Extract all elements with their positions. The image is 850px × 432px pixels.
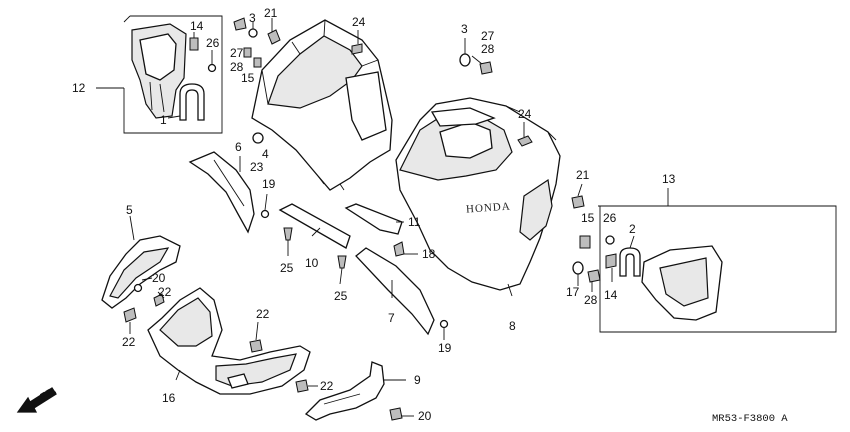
right-duct-part (641, 245, 723, 321)
callout-5: 5 (126, 203, 133, 217)
callout-26a: 26 (206, 36, 220, 50)
grommet-25a (283, 227, 293, 241)
callout-22c: 22 (256, 307, 270, 321)
callout-28b: 28 (481, 42, 495, 56)
callout-10: 10 (305, 256, 319, 270)
screw-part-26b (605, 235, 615, 245)
callout-2: 2 (629, 222, 636, 236)
group-box-12 (123, 15, 223, 134)
callout-21a: 21 (264, 6, 278, 20)
grommet-25b (337, 255, 347, 269)
screw-part-22d (295, 379, 309, 393)
panel-strip-part (278, 203, 351, 249)
clip-part (189, 37, 199, 51)
brand-marking: HONDA (466, 201, 511, 216)
callout-12: 12 (72, 81, 86, 95)
trim-strip-part (344, 203, 403, 235)
callout-6: 6 (235, 140, 242, 154)
inner-fairing-part (251, 19, 393, 191)
callout-22b: 22 (122, 335, 136, 349)
callout-13: 13 (662, 172, 676, 186)
callout-23: 23 (250, 160, 264, 174)
u-band-part (179, 83, 205, 121)
callout-17: 17 (566, 285, 580, 299)
callout-27a: 27 (230, 46, 244, 60)
fastener-cluster-top (233, 17, 363, 144)
direction-label: FR. (39, 385, 59, 403)
screw-part-22a (153, 293, 165, 307)
callout-14a: 14 (190, 19, 204, 33)
main-fairing-part (395, 97, 561, 297)
screw-part-21b (571, 195, 585, 209)
screw-part-20a (133, 283, 143, 293)
callout-25a: 25 (280, 261, 294, 275)
screw-part-28c (587, 269, 601, 283)
callout-4: 4 (262, 147, 269, 161)
screw-part-22c (249, 339, 263, 353)
fastener-cluster-upper-right (459, 53, 493, 75)
callout-18: 18 (422, 247, 436, 261)
screw-part (207, 63, 217, 73)
callout-11: 11 (408, 215, 421, 229)
screw-part-20b (389, 407, 403, 421)
callout-3b: 3 (461, 22, 468, 36)
callout-16: 16 (162, 391, 176, 405)
callout-22d: 22 (320, 379, 334, 393)
grommet-part (517, 135, 533, 147)
callout-3a: 3 (249, 11, 256, 25)
callout-20b: 20 (418, 409, 432, 423)
bottom-trim-part (304, 361, 385, 421)
lower-strip-part (355, 247, 435, 336)
screw-part-19a (260, 209, 270, 219)
callout-24b: 24 (518, 107, 532, 121)
callout-19a: 19 (262, 177, 276, 191)
callout-22a: 22 (158, 285, 172, 299)
side-strip-part (188, 151, 255, 234)
under-cowl-part (147, 287, 311, 395)
callout-26b: 26 (603, 211, 617, 225)
front-direction-arrow-icon (16, 387, 57, 413)
callout-24a: 24 (352, 15, 366, 29)
u-band-part-2 (619, 247, 641, 277)
callout-8: 8 (509, 319, 516, 333)
callout-28a: 28 (230, 60, 244, 74)
screw-part-22b (123, 307, 137, 323)
callout-7: 7 (388, 311, 395, 325)
group-box-13 (598, 205, 837, 333)
callout-20a: 20 (152, 271, 166, 285)
screw-part-19b (439, 319, 449, 329)
callout-28c: 28 (584, 293, 598, 307)
clip-part-18 (393, 241, 405, 257)
callout-21b: 21 (576, 168, 590, 182)
clip-part-15b (579, 235, 591, 249)
callout-27b: 27 (481, 29, 495, 43)
inner-duct-part (131, 23, 187, 119)
callout-15a: 15 (241, 71, 255, 85)
callout-14b: 14 (604, 288, 618, 302)
washer-part-17 (572, 261, 584, 275)
callout-19b: 19 (438, 341, 452, 355)
callout-25b: 25 (334, 289, 348, 303)
diagram-code: MR53-F3800 A (712, 413, 788, 425)
callout-9: 9 (414, 373, 421, 387)
callout-15b: 15 (581, 211, 595, 225)
callout-1: 1 (160, 113, 167, 127)
clip-part-14b (605, 253, 617, 269)
